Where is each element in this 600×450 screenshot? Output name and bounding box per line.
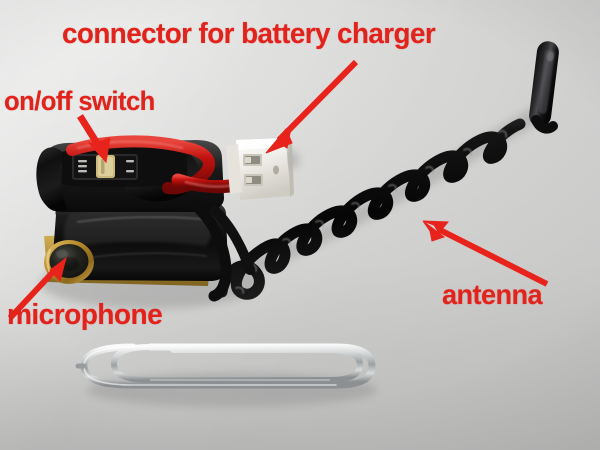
arrow-microphone [7, 256, 67, 321]
antenna-lead-wire [190, 200, 232, 302]
arrow-antenna [422, 220, 549, 287]
tape-lump-left [36, 147, 68, 212]
switch-markings [78, 160, 134, 173]
label-microphone: microphone [7, 299, 163, 331]
paperclip [75, 343, 376, 389]
label-connector-for-battery-charger: connector for battery charger [62, 18, 436, 50]
connector-contacts [243, 154, 279, 186]
antenna-tip [529, 41, 559, 134]
white-connector [226, 138, 294, 200]
transmitter-module [36, 135, 261, 302]
arrow-connector [265, 59, 359, 154]
label-antenna: antenna [442, 279, 543, 310]
label-on-off-switch: on/off switch [4, 86, 155, 116]
coiled-antenna [216, 118, 526, 300]
connector-shoulder [226, 144, 242, 194]
arrow-switch [77, 114, 111, 164]
